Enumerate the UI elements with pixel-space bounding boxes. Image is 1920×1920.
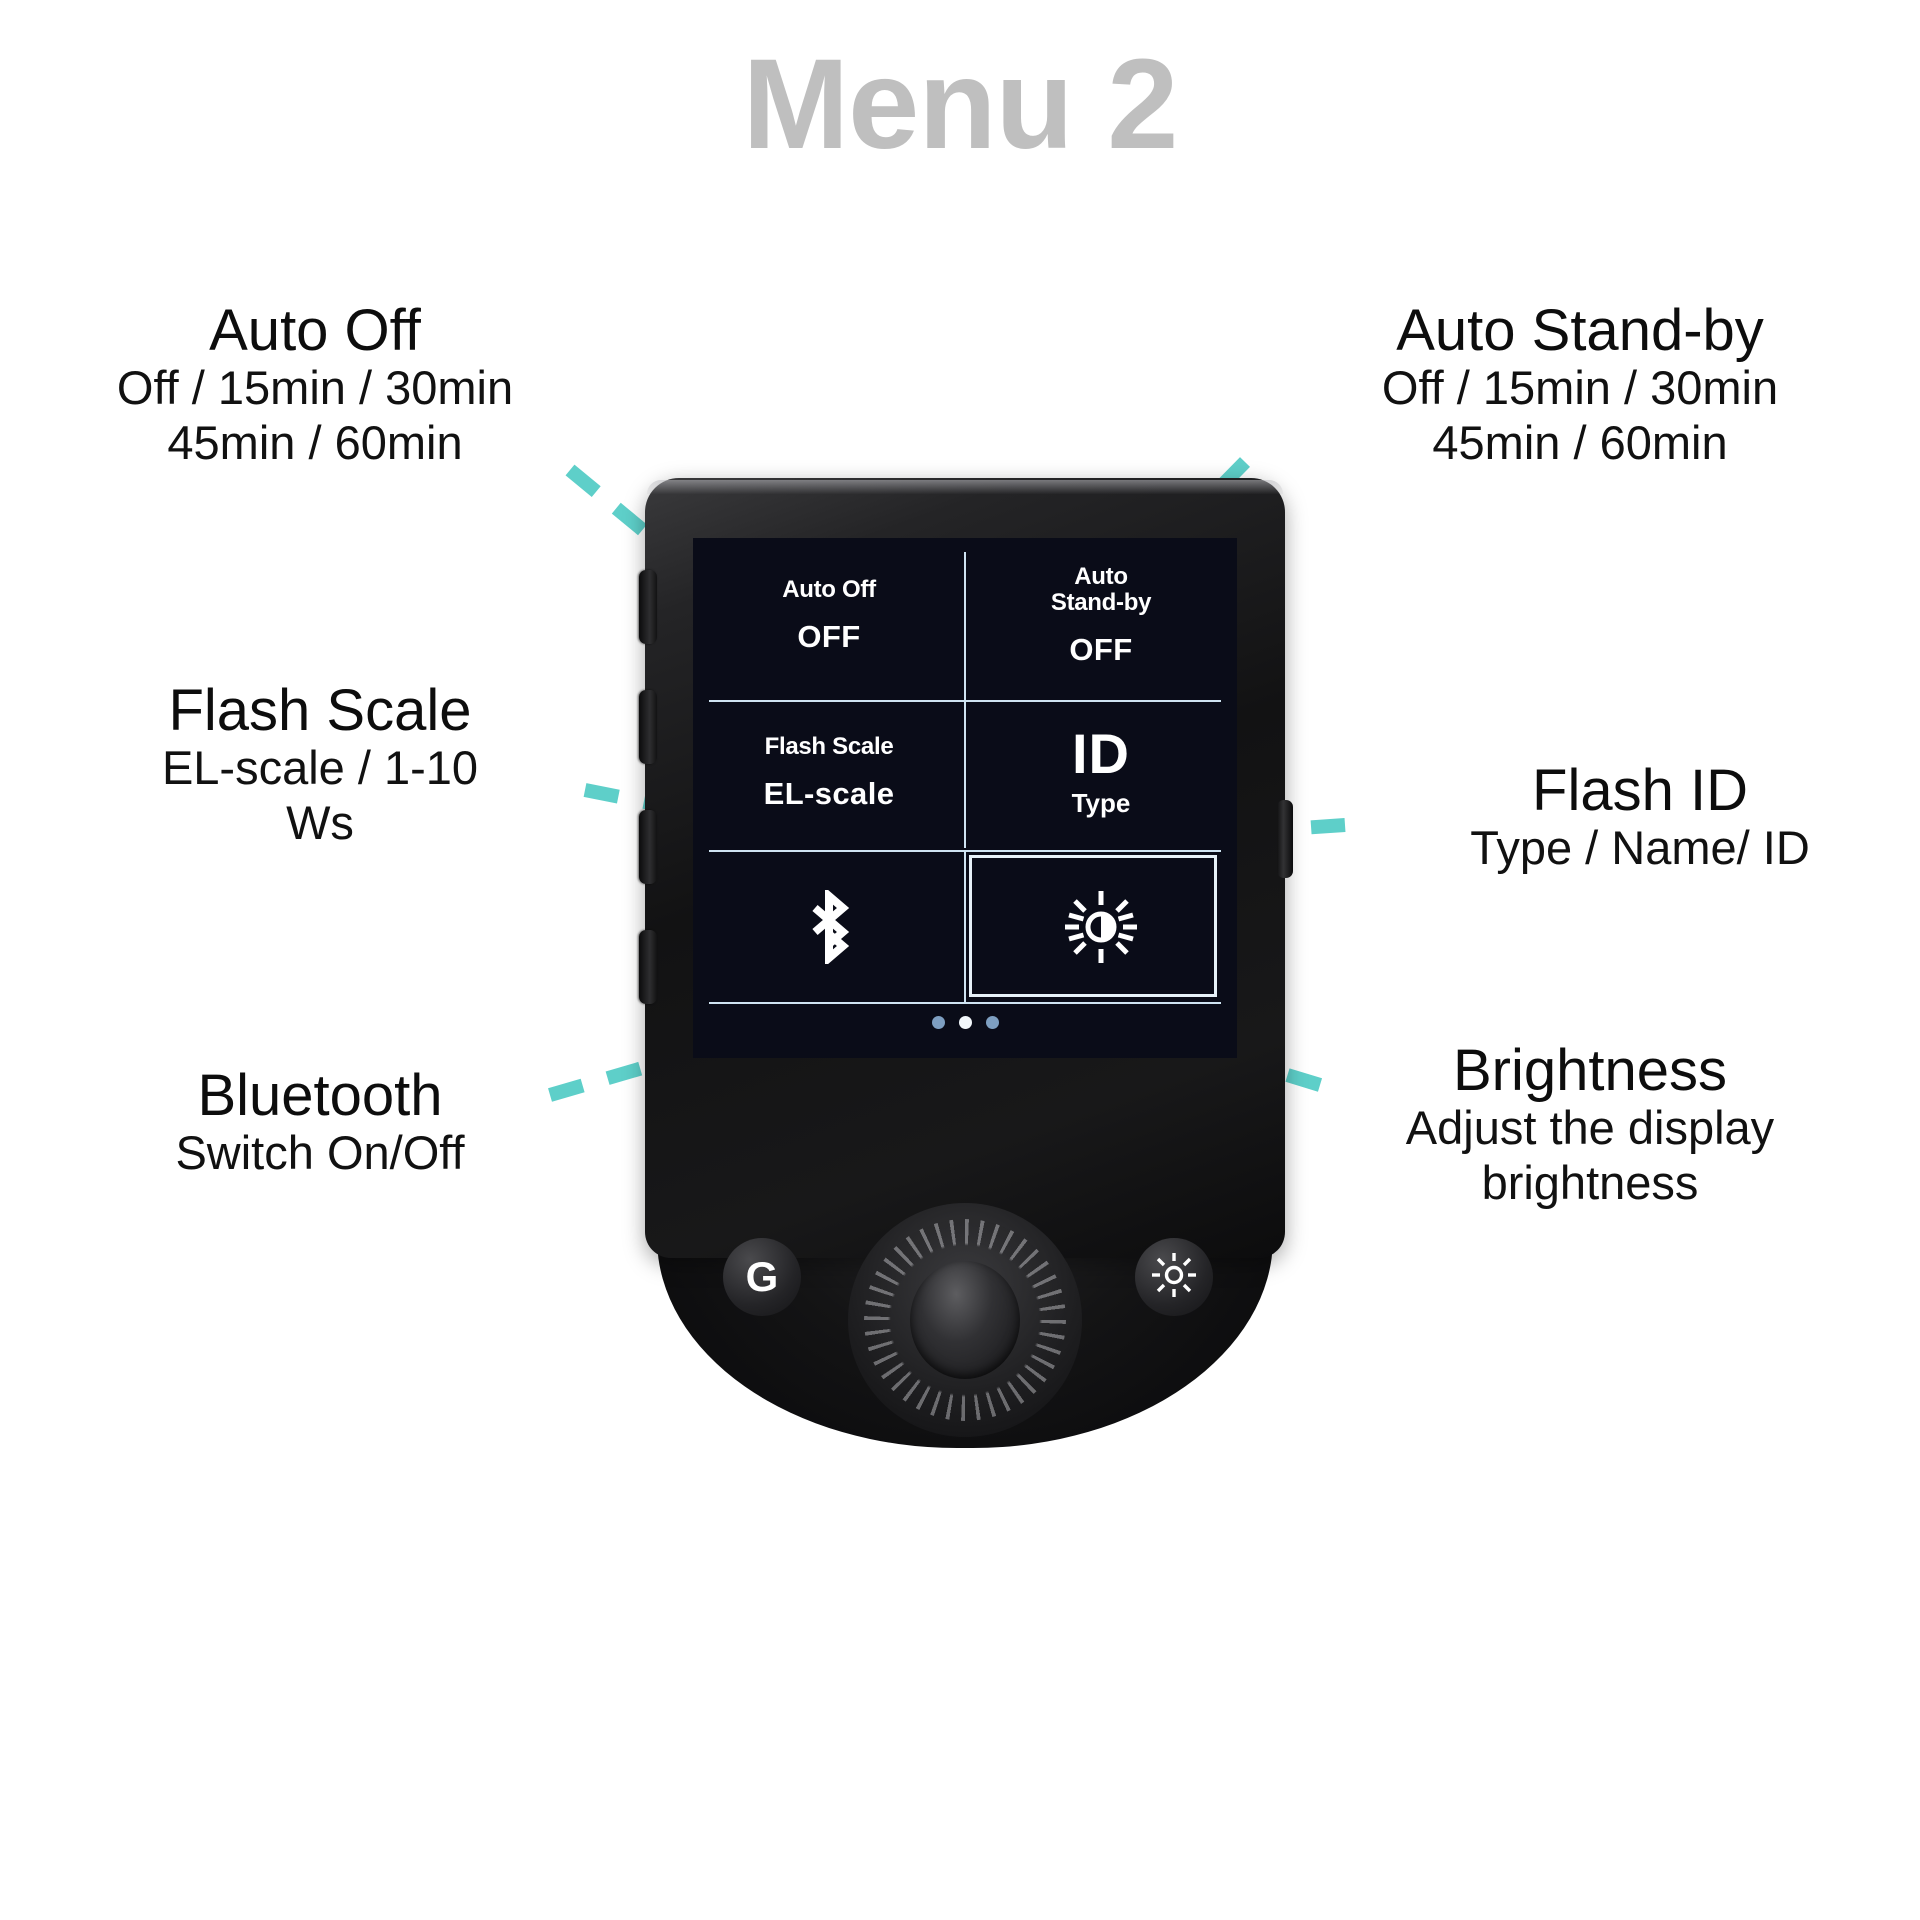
callout-auto-off-line1: Off / 15min / 30min bbox=[116, 361, 514, 415]
callout-flash-id: Flash ID Type / Name/ ID bbox=[1380, 760, 1900, 876]
flash-id-sub: Type bbox=[1071, 788, 1131, 819]
auto-standby-label-line1: Auto bbox=[1074, 563, 1128, 591]
auto-off-value: OFF bbox=[797, 619, 861, 655]
side-button-4[interactable] bbox=[639, 930, 657, 1004]
callout-auto-off-line2: 45min / 60min bbox=[167, 415, 463, 469]
device-top-edge-highlight bbox=[647, 480, 1283, 494]
group-button[interactable]: G bbox=[723, 1238, 801, 1316]
menu-cell-bluetooth[interactable] bbox=[693, 851, 965, 1008]
page-indicator-dots bbox=[693, 1016, 1237, 1029]
callout-bluetooth-title: Bluetooth bbox=[197, 1063, 443, 1128]
callout-flash-id-title: Flash ID bbox=[1532, 758, 1748, 823]
callout-auto-standby: Auto Stand-by Off / 15min / 30min 45min … bbox=[1290, 300, 1870, 471]
callout-auto-standby-line2: 45min / 60min bbox=[1432, 415, 1728, 469]
auto-off-label: Auto Off bbox=[782, 576, 876, 604]
side-button-right[interactable] bbox=[1277, 800, 1293, 878]
brightness-button[interactable] bbox=[1135, 1238, 1213, 1316]
callout-brightness-title: Brightness bbox=[1452, 1038, 1728, 1103]
callout-flash-scale-line2: Ws bbox=[286, 795, 354, 849]
grid-divider-vertical-middle bbox=[964, 702, 966, 848]
menu-cell-flash-id[interactable]: ID Type bbox=[965, 695, 1237, 852]
callout-brightness-line1: Adjust the display bbox=[1405, 1101, 1775, 1155]
brightness-sun-icon bbox=[1151, 1252, 1197, 1303]
callout-flash-scale-line1: EL-scale / 1-10 bbox=[161, 741, 479, 795]
auto-standby-value: OFF bbox=[1069, 632, 1133, 668]
grid-divider-horizontal-3 bbox=[709, 1002, 1221, 1004]
callout-bluetooth: Bluetooth Switch On/Off bbox=[60, 1065, 580, 1181]
flash-scale-label: Flash Scale bbox=[764, 733, 894, 761]
callout-brightness-line2: brightness bbox=[1481, 1155, 1699, 1209]
page-dot-3[interactable] bbox=[985, 1016, 999, 1029]
page-dot-1[interactable] bbox=[931, 1016, 945, 1029]
menu-cell-auto-standby[interactable]: Auto Stand-by OFF bbox=[965, 538, 1237, 695]
callout-auto-standby-line1: Off / 15min / 30min bbox=[1381, 361, 1779, 415]
callout-auto-off-title: Auto Off bbox=[209, 298, 421, 363]
callout-flash-scale: Flash Scale EL-scale / 1-10 Ws bbox=[60, 680, 580, 851]
callout-flash-id-line1: Type / Name/ ID bbox=[1470, 821, 1810, 875]
menu-grid: Auto Off OFF Auto Stand-by OFF Flash Sca… bbox=[693, 538, 1237, 1008]
selection-highlight-brightness bbox=[969, 855, 1217, 997]
device-screen: Auto Off OFF Auto Stand-by OFF Flash Sca… bbox=[693, 538, 1237, 1058]
callout-brightness: Brightness Adjust the display brightness bbox=[1300, 1040, 1880, 1211]
page-dot-2[interactable] bbox=[958, 1016, 972, 1029]
auto-standby-label-line2: Stand-by bbox=[1050, 589, 1152, 617]
callout-auto-off: Auto Off Off / 15min / 30min 45min / 60m… bbox=[30, 300, 600, 471]
control-wheel-center-button[interactable] bbox=[910, 1261, 1020, 1379]
menu-cell-brightness[interactable] bbox=[965, 851, 1237, 1008]
grid-divider-horizontal-2 bbox=[709, 850, 1221, 852]
callout-auto-standby-title: Auto Stand-by bbox=[1396, 298, 1764, 363]
brightness-sun-icon bbox=[1063, 889, 1139, 970]
menu-cell-auto-off[interactable]: Auto Off OFF bbox=[693, 538, 965, 695]
flash-scale-value: EL-scale bbox=[763, 775, 895, 811]
grid-divider-horizontal-1 bbox=[709, 700, 1221, 702]
side-button-2[interactable] bbox=[639, 690, 657, 764]
page-title: Menu 2 bbox=[742, 33, 1179, 176]
grid-divider-vertical-bottom bbox=[964, 852, 966, 1002]
flash-trigger-device: Auto Off OFF Auto Stand-by OFF Flash Sca… bbox=[639, 478, 1293, 1448]
flash-id-value: ID bbox=[1072, 722, 1130, 786]
side-button-1[interactable] bbox=[639, 570, 657, 644]
grid-divider-vertical-top bbox=[964, 552, 966, 700]
control-wheel[interactable] bbox=[848, 1203, 1082, 1437]
callout-flash-scale-title: Flash Scale bbox=[168, 678, 472, 743]
bluetooth-icon bbox=[798, 887, 860, 969]
side-button-3[interactable] bbox=[639, 810, 657, 884]
menu-cell-flash-scale[interactable]: Flash Scale EL-scale bbox=[693, 695, 965, 852]
callout-bluetooth-line1: Switch On/Off bbox=[175, 1126, 465, 1180]
